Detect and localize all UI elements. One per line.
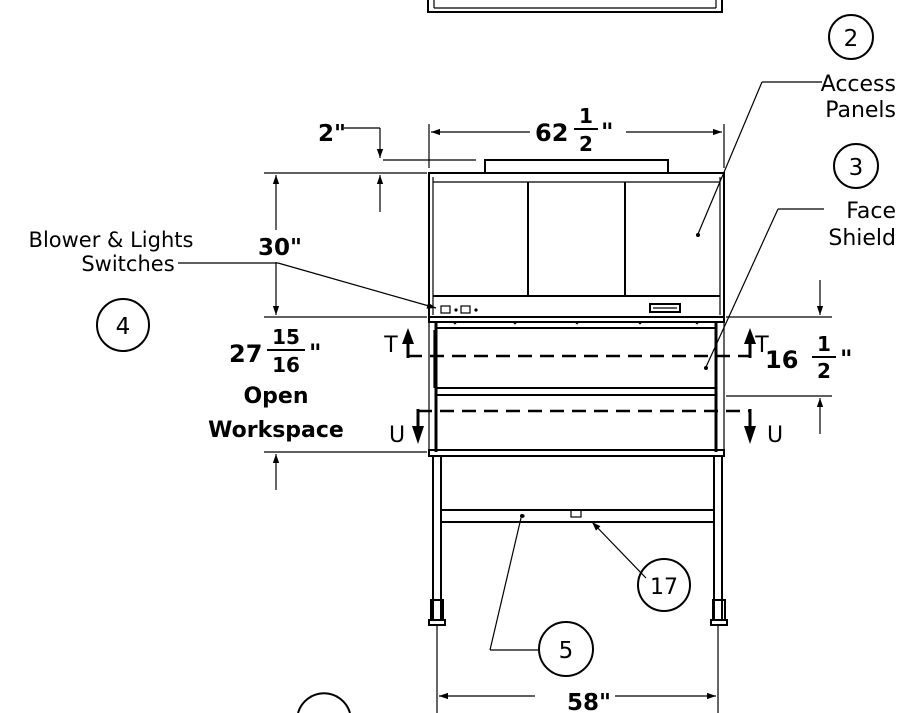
dim-16-whole: 16 <box>765 346 798 374</box>
dim-62-denominator: 2 <box>579 132 593 156</box>
dimension-30-inch: 30" <box>258 235 302 261</box>
dimension-lines <box>264 124 832 713</box>
callout-3: 3 <box>833 143 879 189</box>
dim-16-denominator: 2 <box>817 359 831 383</box>
top-partial-view <box>427 0 723 13</box>
blower-lights-line-2: Switches <box>81 252 174 276</box>
callout-4-number: 4 <box>116 314 131 340</box>
callout-17: 17 <box>637 558 691 612</box>
dim-27-numerator: 15 <box>272 325 300 349</box>
section-mark-u-left: U <box>389 423 405 448</box>
callout-5: 5 <box>538 621 594 677</box>
leader-lines <box>178 81 824 651</box>
section-cut-u <box>412 409 756 444</box>
callout-2: 2 <box>828 14 874 60</box>
face-shield-line-1: Face <box>846 199 896 224</box>
callout-3-number: 3 <box>849 155 864 181</box>
callout-17-number: 17 <box>650 575 678 600</box>
dimension-62-half: 62 1 2 " <box>535 104 614 156</box>
callout-partial-bottom <box>297 692 351 713</box>
dim-62-whole: 62 <box>535 119 568 147</box>
callout-5-number: 5 <box>559 638 574 664</box>
cabinet-body <box>428 159 728 626</box>
label-open-workspace: Open Workspace <box>208 384 344 443</box>
open-workspace-line-2: Workspace <box>208 418 344 443</box>
open-workspace-line-1: Open <box>243 384 308 409</box>
dimension-58-inch: 58" <box>567 690 611 713</box>
blower-lights-line-1: Blower & Lights <box>29 228 194 252</box>
label-blower-lights-switches: Blower & Lights Switches <box>29 228 194 276</box>
dim-27-unit: " <box>309 339 322 367</box>
dim-27-whole: 27 <box>229 340 262 368</box>
dimension-16-half: 16 1 2 " <box>765 332 853 383</box>
section-mark-u-right: U <box>767 423 783 448</box>
dim-27-denominator: 16 <box>272 353 300 377</box>
callout-4: 4 <box>96 298 150 352</box>
section-cut-t <box>402 328 756 358</box>
dim-62-numerator: 1 <box>579 104 593 128</box>
dimension-27-15-16: 27 15 16 " <box>229 325 322 377</box>
label-face-shield: Face Shield <box>828 199 896 251</box>
section-mark-t-right: T <box>754 333 769 358</box>
dim-16-numerator: 1 <box>817 332 831 356</box>
access-panels-line-2: Panels <box>825 98 896 123</box>
callout-2-number: 2 <box>844 26 859 52</box>
dim-16-unit: " <box>840 345 853 373</box>
dimension-2-inch: 2" <box>318 121 346 147</box>
face-shield-line-2: Shield <box>828 226 896 251</box>
dim-62-unit: " <box>601 118 614 146</box>
section-mark-t-left: T <box>383 333 398 358</box>
label-access-panels: Access Panels <box>821 72 896 123</box>
access-panels-line-1: Access <box>821 72 896 97</box>
